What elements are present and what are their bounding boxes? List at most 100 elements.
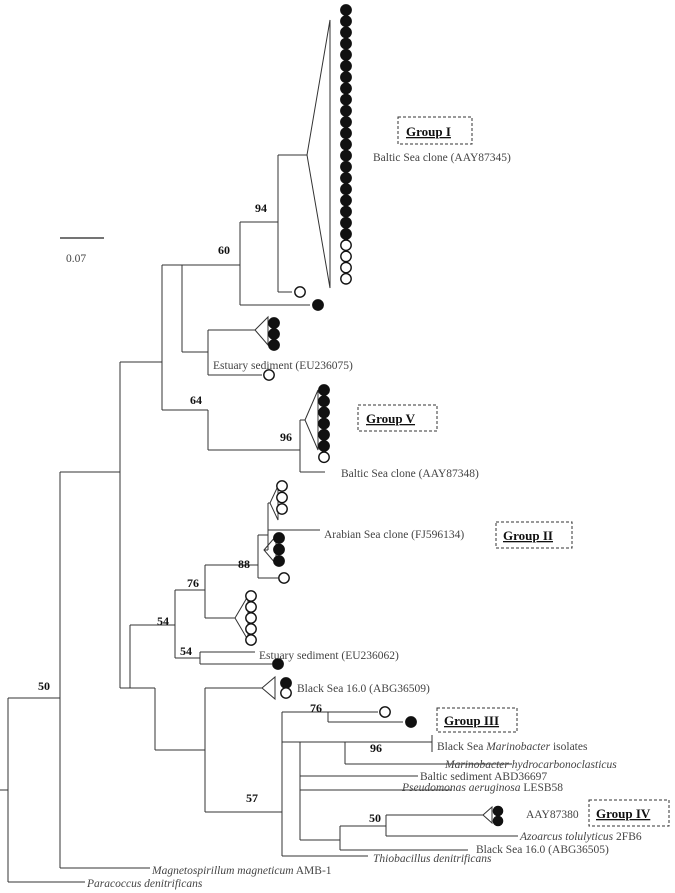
- filled-marker-group1: [340, 26, 352, 39]
- group4-label: Group IV: [596, 806, 651, 821]
- group1-label: Group I: [406, 124, 451, 139]
- taxon-blacksea-abg36509: Black Sea 16.0 (ABG36509): [297, 683, 430, 695]
- scale-bar-label: 0.07: [66, 253, 86, 265]
- filled-marker-group1: [340, 71, 352, 84]
- open-marker-near-group1: [294, 286, 306, 298]
- open-marker-group3: [379, 706, 391, 718]
- group4-box: [588, 799, 670, 827]
- filled-marker-group1: [340, 15, 352, 28]
- open-marker-g2c: [245, 612, 257, 624]
- filled-marker-group1: [340, 4, 352, 16]
- filled-marker-group1: [340, 228, 352, 240]
- open-marker-estuary-eu236075: [263, 369, 275, 381]
- filled-marker-bs1: [280, 677, 292, 689]
- filled-marker-group1: [340, 160, 352, 173]
- filled-marker-group1: [340, 82, 352, 95]
- bootstrap-88: 88: [238, 557, 250, 571]
- filled-marker-group4-b: [492, 815, 504, 827]
- filled-marker-group5: [318, 395, 330, 408]
- filled-marker-group1: [340, 138, 352, 151]
- open-marker-g2c: [245, 623, 257, 635]
- bootstrap-57: 57: [246, 791, 258, 805]
- filled-marker-group5: [318, 406, 330, 419]
- open-marker-g2a: [276, 480, 288, 492]
- taxon-azoarcus: Azoarcus tolulyticus 2FB6: [519, 831, 642, 843]
- taxon-baltic-aay87345: Baltic Sea clone (AAY87345): [373, 152, 511, 164]
- open-marker-g2a: [276, 503, 288, 515]
- filled-marker-group1: [340, 149, 352, 162]
- group5-label: Group V: [366, 411, 416, 426]
- filled-marker-group3: [405, 716, 417, 728]
- bootstrap-60: 60: [218, 243, 230, 257]
- group3-label: Group III: [444, 713, 499, 728]
- open-marker-group5: [318, 451, 330, 464]
- bootstrap-64: 64: [190, 393, 202, 407]
- taxon-arabian-fj596134: Arabian Sea clone (FJ596134): [324, 529, 464, 541]
- filled-marker-group1: [340, 127, 352, 140]
- taxon-estuary-eu236075: Estuary sediment (EU236075): [213, 360, 353, 372]
- open-marker-g2c: [245, 601, 257, 613]
- open-marker-group1: [340, 272, 352, 285]
- group1-box: [397, 116, 473, 145]
- group5-box: [357, 404, 438, 432]
- filled-marker-group1: [340, 172, 352, 184]
- tree-branches: [0, 19, 518, 883]
- open-marker-g2c: [245, 634, 257, 646]
- open-marker-g2c: [245, 590, 257, 602]
- taxon-aay87380: AAY87380: [526, 809, 579, 821]
- bootstrap-50-group4: 50: [369, 811, 381, 825]
- group3-box: [436, 707, 518, 733]
- open-marker-group1: [340, 250, 352, 263]
- group-labels: Group I Group V Group II Group III Group…: [357, 116, 670, 827]
- filled-marker-group1: [340, 93, 352, 106]
- filled-marker-group1: [340, 37, 352, 50]
- open-marker-group1: [340, 261, 352, 274]
- open-marker-g2a: [276, 491, 288, 504]
- filled-marker-near-group1: [312, 299, 324, 311]
- open-marker-bs1: [280, 687, 292, 699]
- filled-marker-group1: [340, 48, 352, 61]
- taxon-paracoccus: Paracoccus denitrificans: [86, 878, 203, 890]
- filled-marker-small-clade-2: [268, 328, 280, 340]
- open-marker-group2-tip: [278, 572, 290, 584]
- filled-marker-group1: [340, 194, 352, 207]
- bootstrap-values: 94 60 64 96 88 76 54 54 50 76 96 57 50: [38, 201, 382, 825]
- filled-marker-group1: [340, 183, 352, 196]
- filled-marker-group5: [318, 428, 330, 441]
- scale-bar: 0.07: [60, 237, 104, 265]
- marker-columns: [245, 4, 504, 827]
- filled-marker-group4-a: [492, 805, 504, 817]
- filled-marker-group1: [340, 116, 352, 128]
- open-marker-group1: [340, 239, 352, 252]
- filled-marker-small-clade-3: [268, 339, 280, 351]
- filled-marker-group5: [318, 384, 330, 396]
- taxon-pseudomonas: Pseudomonas aeruginosa LESB58: [401, 782, 563, 794]
- bootstrap-76-group3: 76: [310, 701, 322, 715]
- filled-marker-group5: [318, 440, 330, 452]
- filled-marker-g2b: [273, 543, 285, 556]
- bootstrap-96-marinobacter: 96: [370, 741, 382, 755]
- taxon-marinobacter-hydrocarbonoclasticus: Marinobacter hydrocarbonoclasticus: [444, 759, 617, 771]
- filled-marker-group1: [340, 216, 352, 229]
- filled-marker-g2b: [273, 532, 285, 544]
- group2-label: Group II: [503, 528, 553, 543]
- taxon-blacksea-abg36505: Black Sea 16.0 (ABG36505): [476, 844, 609, 856]
- filled-marker-estuary-eu236062: [272, 658, 284, 670]
- bootstrap-54-upper: 54: [157, 614, 169, 628]
- filled-marker-g2b: [273, 555, 285, 567]
- filled-marker-group1: [340, 205, 352, 218]
- group2-box: [495, 521, 573, 549]
- filled-marker-small-clade-1: [268, 317, 280, 329]
- bootstrap-94: 94: [255, 201, 267, 215]
- taxon-blacksea-marinobacter: Black Sea Marinobacter isolates: [437, 741, 588, 753]
- filled-marker-group1: [340, 104, 352, 117]
- taxon-baltic-aay87348: Baltic Sea clone (AAY87348): [341, 468, 479, 480]
- filled-marker-group5: [318, 417, 330, 430]
- bootstrap-54-lower: 54: [180, 644, 192, 658]
- taxon-magnetospirillum: Magnetospirillum magneticum AMB-1: [151, 865, 332, 877]
- filled-marker-group1: [340, 60, 352, 72]
- bootstrap-50-root: 50: [38, 679, 50, 693]
- taxon-estuary-eu236062: Estuary sediment (EU236062): [259, 650, 399, 662]
- taxon-labels: Baltic Sea clone (AAY87345) Estuary sedi…: [86, 152, 642, 890]
